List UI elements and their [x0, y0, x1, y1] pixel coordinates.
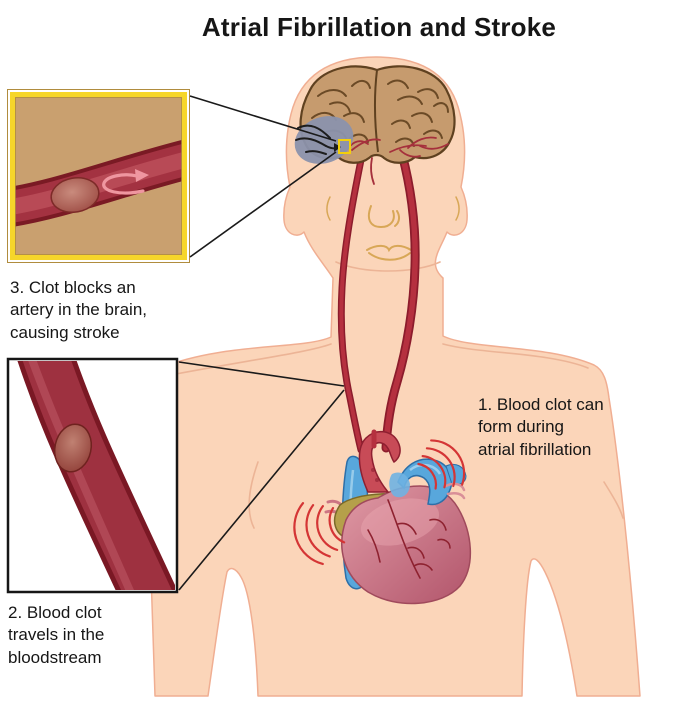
- inset-brain-clot-outer-edge: [7, 89, 190, 263]
- label-line: causing stroke: [10, 322, 120, 342]
- fibrillation-arcs-right: [417, 439, 466, 490]
- diagram-title: Atrial Fibrillation and Stroke: [201, 12, 557, 42]
- inset-bloodstream-connectors: [178, 361, 345, 591]
- ventricle: [341, 485, 471, 605]
- heart: [293, 429, 471, 605]
- aorta-dot: [371, 468, 375, 472]
- face-lines: [326, 196, 460, 261]
- connector-line: [189, 151, 337, 258]
- label-line: form during: [478, 417, 564, 437]
- fibrillation-arcs-left: [293, 502, 346, 566]
- aorta: [358, 430, 401, 493]
- brain-midline: [373, 69, 379, 153]
- inset-vessel-clot: [53, 423, 93, 473]
- brain: [294, 65, 456, 185]
- pulmonary-artery-highlight: [409, 463, 442, 475]
- nose-line: [367, 205, 395, 229]
- label-line: 1. Blood clot can: [478, 395, 604, 414]
- connector-line: [178, 361, 345, 387]
- carotid-artery-right-core: [383, 151, 418, 451]
- label-line: atrial fibrillation: [478, 439, 592, 459]
- label-line: 2. Blood clot: [8, 603, 102, 622]
- body-silhouette: [140, 56, 641, 697]
- label-line: bloodstream: [8, 647, 102, 667]
- label-step-3: 3. Clot blocks an artery in the brain, c…: [10, 277, 147, 344]
- connector-line: [178, 389, 345, 591]
- label-step-1: 1. Blood clot can form during atrial fib…: [478, 394, 604, 461]
- blocked-arteries-black: [295, 124, 337, 155]
- blocked-artery-arrowhead: [334, 143, 341, 152]
- inset-bloodstream-clot: [6, 357, 179, 594]
- label-step-2: 2. Blood clot travels in the bloodstream: [8, 602, 104, 669]
- brain-highlight-box: [338, 139, 351, 154]
- label-line: travels in the: [8, 625, 105, 645]
- aorta-dot: [375, 478, 379, 482]
- inset-brain-connectors: [189, 95, 337, 258]
- upper-lip-line: [366, 244, 412, 253]
- carotid-arteries: [337, 149, 420, 454]
- brain-arteries-red: [349, 136, 449, 185]
- label-line: 3. Clot blocks an: [10, 278, 136, 297]
- label-line: artery in the brain,: [10, 300, 148, 320]
- atrial-appendage-frills: [444, 482, 466, 500]
- carotid-artery-left-core: [339, 158, 363, 452]
- nostril-line: [394, 210, 401, 227]
- inset-brain-clot-border: [10, 92, 187, 260]
- right-temple-line: [455, 196, 460, 221]
- inset-brain-clot-inner-edge: [15, 97, 182, 255]
- pulmonary-veins-center: [389, 472, 410, 498]
- blocked-flow-arrow-icon: [102, 169, 149, 195]
- inset-artery-clot: [50, 176, 100, 214]
- inset-brain-clot: [7, 89, 190, 263]
- coronary-arteries: [367, 499, 451, 579]
- body-outline: [140, 56, 641, 697]
- ventricle-highlight: [360, 498, 440, 546]
- connector-line: [189, 95, 337, 142]
- lower-lip-line: [368, 252, 411, 261]
- left-temple-line: [326, 196, 331, 221]
